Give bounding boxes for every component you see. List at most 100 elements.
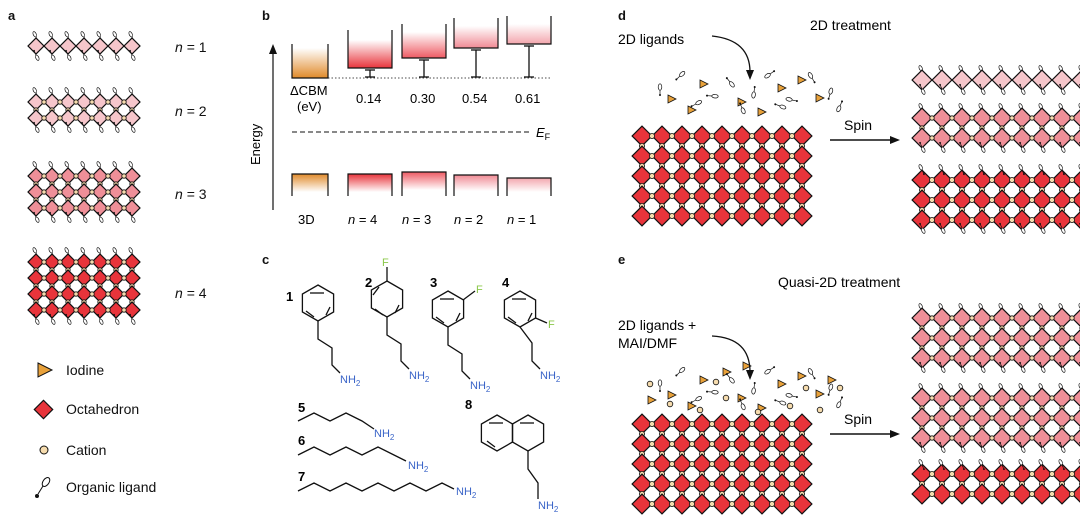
organic-ligand <box>959 141 966 153</box>
octahedron <box>631 453 653 475</box>
molecule-number-1: 1 <box>286 289 293 304</box>
octahedron <box>731 145 753 167</box>
molecule-6 <box>297 446 407 462</box>
cation-dot <box>1049 315 1055 321</box>
panel-d-title: 2D treatment <box>810 17 891 33</box>
iodine-marker <box>777 83 787 93</box>
cation-dot <box>669 132 676 139</box>
octahedron <box>1031 189 1053 211</box>
octahedron <box>107 269 125 287</box>
cation-dot <box>788 212 795 219</box>
cation-dot <box>1029 335 1035 341</box>
octahedron <box>1051 387 1073 409</box>
organic-ligand <box>918 459 925 471</box>
cation-dot <box>1028 470 1035 477</box>
iodine-marker <box>815 389 825 399</box>
cation-dot <box>768 192 775 199</box>
octahedron <box>651 205 673 227</box>
vbm-3d <box>291 173 329 196</box>
iodine-marker <box>699 375 709 385</box>
octahedron <box>931 69 953 91</box>
cation-dot <box>748 420 755 427</box>
octahedron <box>771 413 793 435</box>
octahedron <box>1031 347 1053 369</box>
cation-dot <box>689 460 696 467</box>
octahedron <box>631 165 653 187</box>
cation-dot <box>1068 196 1075 203</box>
panel-d-spin: Spin <box>844 117 872 133</box>
vbm-n2 <box>453 174 499 196</box>
octahedron <box>27 37 45 55</box>
cation-dot <box>649 440 656 447</box>
cation-dot <box>649 460 656 467</box>
cation-dot <box>748 440 755 447</box>
organic-ligand <box>978 459 985 471</box>
cation-dot <box>728 460 735 467</box>
cation-dot <box>969 315 975 321</box>
organic-ligand <box>958 459 965 471</box>
octahedron <box>123 93 141 111</box>
cation-dot <box>788 152 795 159</box>
organic-ligand <box>919 222 926 234</box>
cation-dot <box>1049 395 1055 401</box>
organic-ligand <box>1039 361 1046 373</box>
cation-dot <box>105 173 111 179</box>
octahedron <box>711 453 733 475</box>
octahedron <box>971 169 993 191</box>
organic-ligand <box>998 164 1005 176</box>
octahedron <box>107 301 125 319</box>
panel-b-letter: b <box>262 8 270 23</box>
organic-ligand <box>1058 164 1065 176</box>
cation-dot <box>968 470 975 477</box>
octahedron <box>951 127 973 149</box>
octahedron <box>911 127 933 149</box>
cation-dot <box>949 315 955 321</box>
octahedron <box>751 433 773 455</box>
cation-dot <box>709 152 716 159</box>
octahedron <box>931 209 953 231</box>
octahedron <box>1051 483 1073 505</box>
octahedron <box>1031 307 1053 329</box>
octahedron <box>671 145 693 167</box>
molecule-8 <box>480 414 545 499</box>
cation-dot <box>1029 115 1035 121</box>
octahedron <box>631 433 653 455</box>
iodine-marker <box>737 393 747 403</box>
molecule-7 <box>297 482 455 492</box>
iodine-marker <box>667 94 677 104</box>
cation-dot <box>969 355 975 361</box>
organic-ligand <box>49 49 56 61</box>
octahedron <box>27 199 45 217</box>
octahedron <box>1071 387 1080 409</box>
cation-dot <box>73 307 79 313</box>
cation-dot <box>748 172 755 179</box>
octahedron <box>91 301 109 319</box>
octahedron <box>75 37 93 55</box>
cation-dot <box>105 307 111 313</box>
octahedron <box>971 483 993 505</box>
cation-dot <box>929 315 935 321</box>
cation-dot <box>788 460 795 467</box>
octahedron <box>1031 463 1053 485</box>
octahedron <box>671 493 693 515</box>
organic-ligand <box>774 103 787 110</box>
octahedron <box>991 427 1013 449</box>
cation-dot <box>73 275 79 281</box>
cation-dot <box>768 420 775 427</box>
organic-ligand <box>1059 83 1066 95</box>
octahedron <box>751 165 773 187</box>
cation-dot <box>788 132 795 139</box>
cation-dot <box>689 480 696 487</box>
organic-ligand <box>113 49 120 61</box>
spin-arrow-e <box>830 430 900 438</box>
octahedron <box>651 433 673 455</box>
octahedron <box>59 167 77 185</box>
cation-dot <box>1028 490 1035 497</box>
cation-dot <box>988 176 995 183</box>
cation-dot <box>768 132 775 139</box>
octahedron <box>691 433 713 455</box>
octahedron <box>931 347 953 369</box>
organic-ligand <box>65 49 72 61</box>
cation-dot <box>89 291 95 297</box>
organic-ligand <box>999 441 1006 453</box>
